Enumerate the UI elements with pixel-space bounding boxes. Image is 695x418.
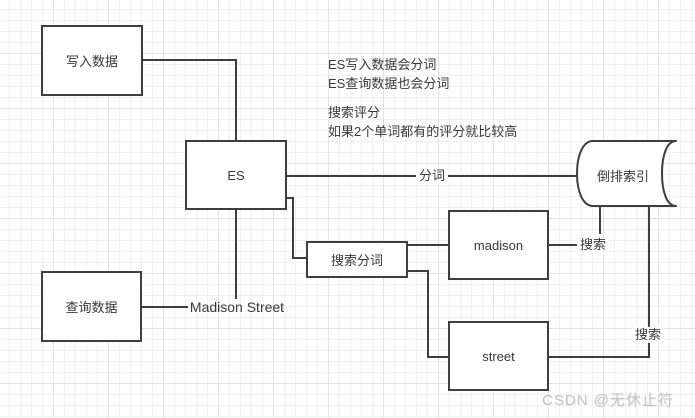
edge-es-to-searchtokenize-seg3 bbox=[292, 257, 306, 259]
edge-es-to-searchtokenize-seg2 bbox=[292, 197, 294, 259]
edge-writedata-to-es-seg2 bbox=[235, 59, 237, 142]
node-madison-label: madison bbox=[473, 237, 524, 253]
note-search-score-line2: 如果2个单词都有的评分就比较高 bbox=[328, 124, 518, 139]
node-search-tokenize-label: 搜索分词 bbox=[330, 253, 383, 268]
node-es: ES bbox=[185, 140, 287, 210]
edge-invertedindex-to-search bbox=[599, 206, 601, 234]
node-write-data: 写入数据 bbox=[41, 25, 143, 96]
node-write-data-label: 写入数据 bbox=[65, 54, 118, 69]
note-write-tokenize-line1: ES写入数据会分词 bbox=[328, 57, 437, 72]
edge-label-tokenize: 分词 bbox=[415, 167, 449, 185]
inverted-index-cylinder-icon bbox=[576, 140, 677, 207]
note-search-score-line1: 搜索评分 bbox=[328, 105, 381, 120]
edge-street-to-invertedindex-seg1 bbox=[549, 356, 650, 358]
edge-searchtokenize-to-street-seg1 bbox=[408, 270, 429, 272]
edge-querydata-to-querytext bbox=[141, 306, 188, 308]
note-write-tokenize-line2: ES查询数据也会分词 bbox=[328, 76, 450, 91]
query-text-label: Madison Street bbox=[189, 299, 285, 315]
note-search-score: 搜索评分 如果2个单词都有的评分就比较高 bbox=[328, 103, 517, 141]
edge-label-search-madison: 搜索 bbox=[576, 236, 610, 254]
note-write-tokenize: ES写入数据会分词 ES查询数据也会分词 bbox=[328, 55, 449, 93]
node-street: street bbox=[448, 321, 549, 391]
edge-es-to-searchtokenize-seg1 bbox=[287, 197, 294, 199]
node-search-tokenize: 搜索分词 bbox=[306, 241, 408, 278]
edge-writedata-to-es-seg1 bbox=[142, 59, 237, 61]
node-query-data: 查询数据 bbox=[41, 271, 142, 342]
edge-searchtokenize-to-street-seg3 bbox=[427, 356, 448, 358]
edge-street-to-invertedindex-seg2 bbox=[648, 206, 650, 358]
node-street-label: street bbox=[482, 348, 515, 364]
edge-label-search-street: 搜索 bbox=[631, 326, 665, 344]
edge-searchtokenize-to-madison bbox=[408, 244, 448, 246]
node-es-label: ES bbox=[227, 167, 245, 183]
node-inverted-index-label: 倒排索引 bbox=[596, 169, 649, 184]
csdn-watermark: CSDN @无休止符 bbox=[542, 392, 674, 409]
edge-madison-to-search bbox=[549, 244, 578, 246]
edge-es-to-querytext bbox=[235, 210, 237, 299]
node-query-data-label: 查询数据 bbox=[65, 300, 118, 315]
node-madison: madison bbox=[448, 210, 549, 280]
edge-searchtokenize-to-street-seg2 bbox=[427, 270, 429, 358]
